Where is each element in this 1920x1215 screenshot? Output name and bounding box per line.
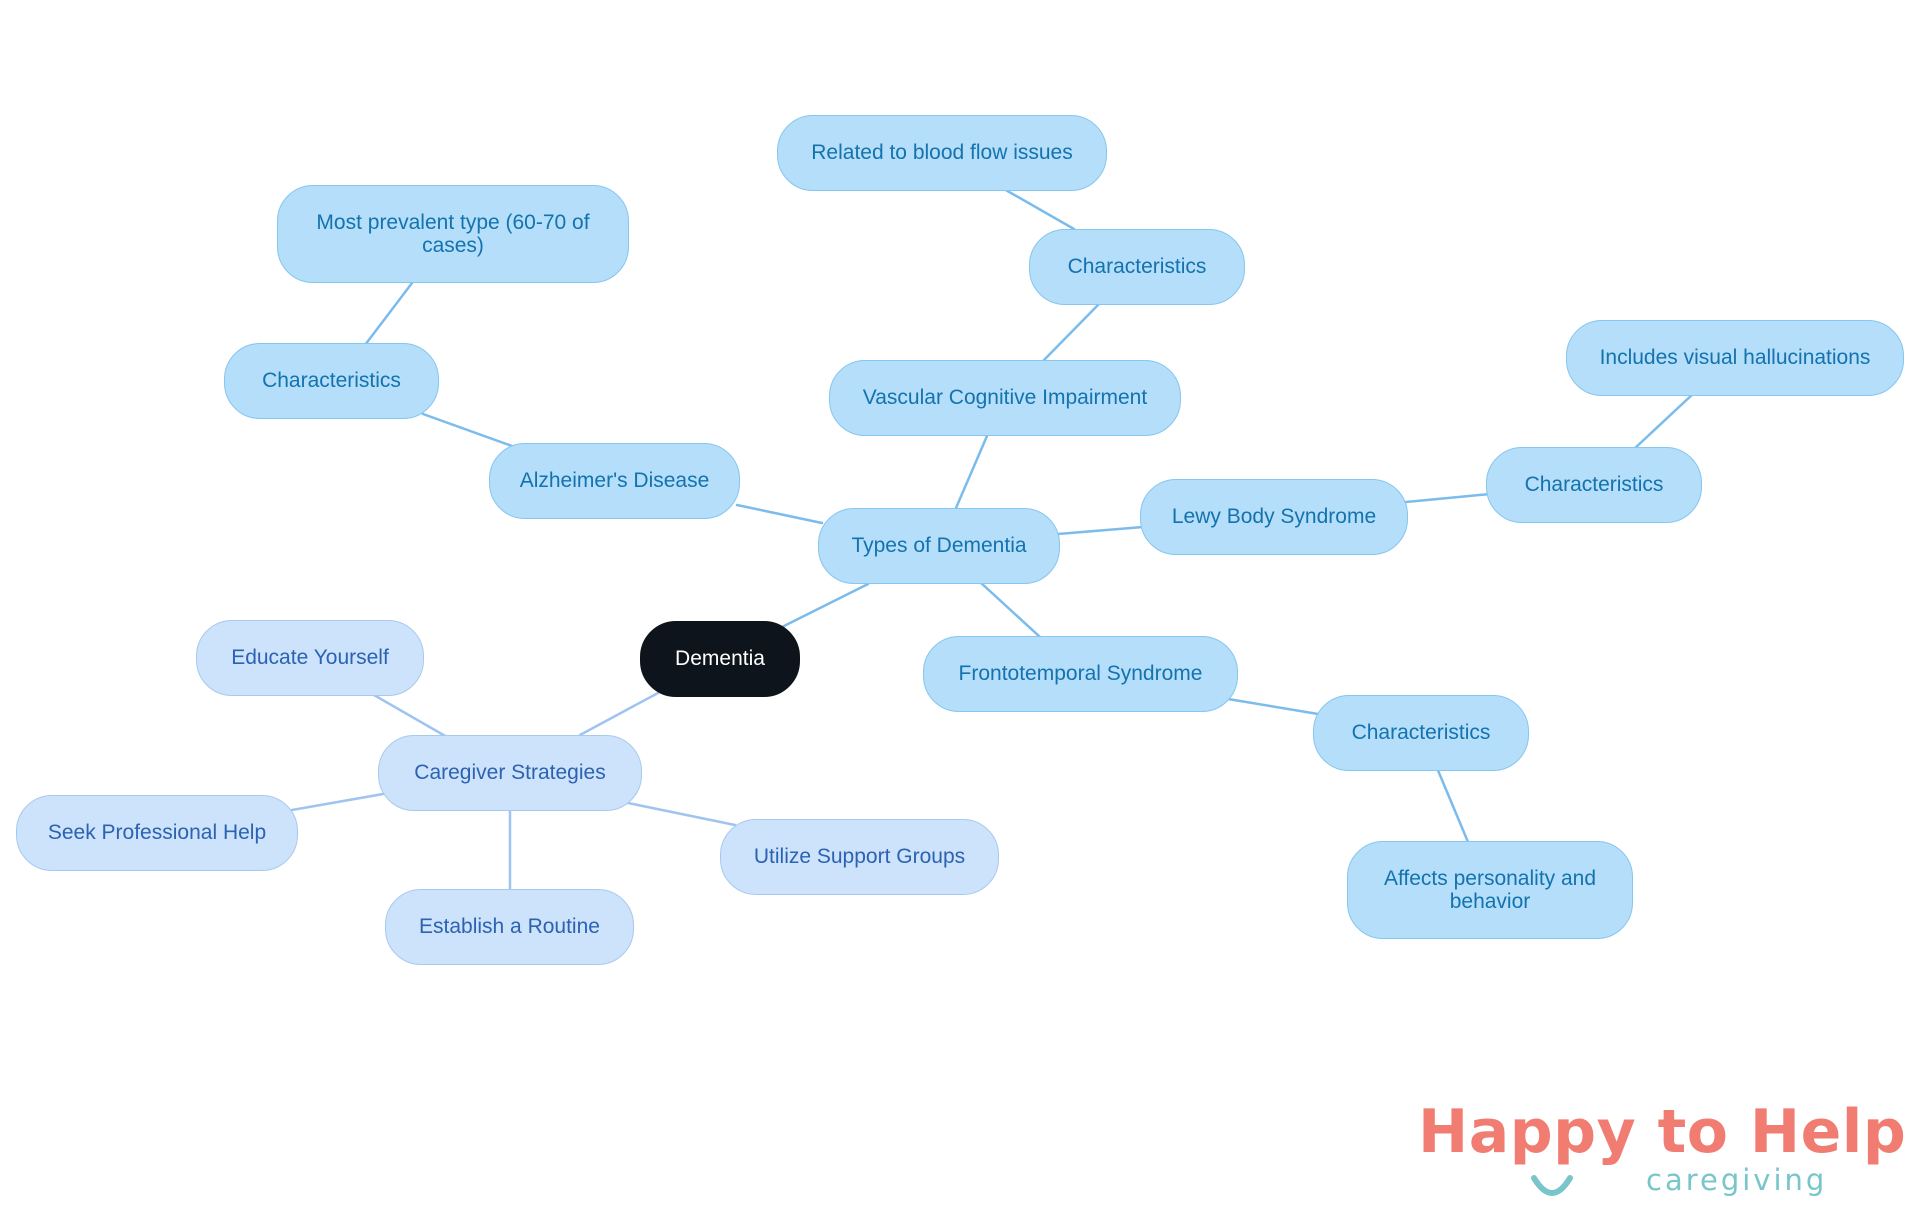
frontotemporal-node[interactable]: Frontotemporal Syndrome bbox=[923, 636, 1238, 712]
link-types-lewy bbox=[1056, 525, 1145, 536]
link-alzheimers-characteristics bbox=[421, 412, 514, 448]
link-caregiver-seek bbox=[290, 792, 385, 812]
root-node[interactable]: Dementia bbox=[640, 621, 800, 697]
support-groups-label: Utilize Support Groups bbox=[753, 845, 966, 869]
lewy-body-detail-node[interactable]: Includes visual hallucinations bbox=[1566, 320, 1904, 396]
frontotemporal-characteristics-label: Characteristics bbox=[1351, 721, 1491, 745]
frontotemporal-detail-label: Affects personality and behavior bbox=[1383, 866, 1597, 913]
seek-professional-help-node[interactable]: Seek Professional Help bbox=[16, 795, 298, 871]
educate-yourself-node[interactable]: Educate Yourself bbox=[196, 620, 424, 696]
alzheimers-characteristics-label: Characteristics bbox=[262, 369, 401, 393]
link-types-alzheimers bbox=[735, 503, 824, 525]
alzheimers-detail-label: Most prevalent type (60-70 of cases) bbox=[316, 210, 590, 257]
frontotemporal-detail-node[interactable]: Affects personality and behavior bbox=[1347, 841, 1633, 939]
establish-routine-node[interactable]: Establish a Routine bbox=[385, 889, 634, 965]
caregiver-strategies-node[interactable]: Caregiver Strategies bbox=[378, 735, 642, 811]
link-vascular-detail bbox=[1002, 187, 1076, 231]
seek-professional-help-label: Seek Professional Help bbox=[47, 821, 267, 845]
types-of-dementia-node[interactable]: Types of Dementia bbox=[818, 508, 1060, 584]
educate-yourself-label: Educate Yourself bbox=[231, 646, 389, 670]
logo-title: Happy to Help bbox=[1418, 1097, 1907, 1167]
link-frontotemporal-detail bbox=[1435, 766, 1470, 844]
lewy-body-detail-label: Includes visual hallucinations bbox=[1599, 346, 1871, 370]
vascular-detail-label: Related to blood flow issues bbox=[811, 141, 1073, 165]
frontotemporal-characteristics-node[interactable]: Characteristics bbox=[1313, 695, 1529, 771]
happy-to-help-logo: Happy to Help caregiving bbox=[1418, 1102, 1906, 1212]
vascular-characteristics-node[interactable]: Characteristics bbox=[1029, 229, 1245, 305]
frontotemporal-label: Frontotemporal Syndrome bbox=[958, 662, 1203, 686]
link-lewy-characteristics bbox=[1404, 492, 1492, 504]
link-root-types bbox=[780, 582, 870, 629]
logo-subtitle: caregiving bbox=[1646, 1163, 1828, 1197]
alzheimers-characteristics-node[interactable]: Characteristics bbox=[224, 343, 439, 419]
link-lewy-detail bbox=[1632, 391, 1696, 451]
link-caregiver-educate bbox=[372, 693, 449, 739]
link-types-frontotemporal bbox=[978, 580, 1042, 639]
caregiver-strategies-label: Caregiver Strategies bbox=[414, 761, 606, 785]
link-vascular-characteristics bbox=[1042, 303, 1100, 362]
lewy-body-label: Lewy Body Syndrome bbox=[1171, 505, 1377, 529]
smile-icon bbox=[1531, 1175, 1573, 1196]
support-groups-node[interactable]: Utilize Support Groups bbox=[720, 819, 999, 895]
alzheimers-detail-node[interactable]: Most prevalent type (60-70 of cases) bbox=[277, 185, 629, 283]
link-frontotemporal-characteristics bbox=[1226, 697, 1320, 716]
link-types-vascular bbox=[954, 434, 989, 510]
alzheimers-label: Alzheimer's Disease bbox=[519, 469, 710, 493]
vascular-characteristics-label: Characteristics bbox=[1067, 255, 1207, 279]
types-of-dementia-label: Types of Dementia bbox=[851, 534, 1027, 558]
lewy-body-characteristics-label: Characteristics bbox=[1524, 473, 1664, 497]
link-root-caregiver bbox=[578, 691, 660, 737]
lewy-body-node[interactable]: Lewy Body Syndrome bbox=[1140, 479, 1408, 555]
root-label: Dementia bbox=[675, 647, 765, 671]
vascular-detail-node[interactable]: Related to blood flow issues bbox=[777, 115, 1107, 191]
vascular-node[interactable]: Vascular Cognitive Impairment bbox=[829, 360, 1181, 436]
link-caregiver-support bbox=[626, 801, 737, 827]
alzheimers-node[interactable]: Alzheimer's Disease bbox=[489, 443, 740, 519]
link-alzheimers-detail bbox=[363, 281, 414, 347]
vascular-label: Vascular Cognitive Impairment bbox=[862, 386, 1148, 410]
establish-routine-label: Establish a Routine bbox=[419, 915, 600, 939]
lewy-body-characteristics-node[interactable]: Characteristics bbox=[1486, 447, 1702, 523]
